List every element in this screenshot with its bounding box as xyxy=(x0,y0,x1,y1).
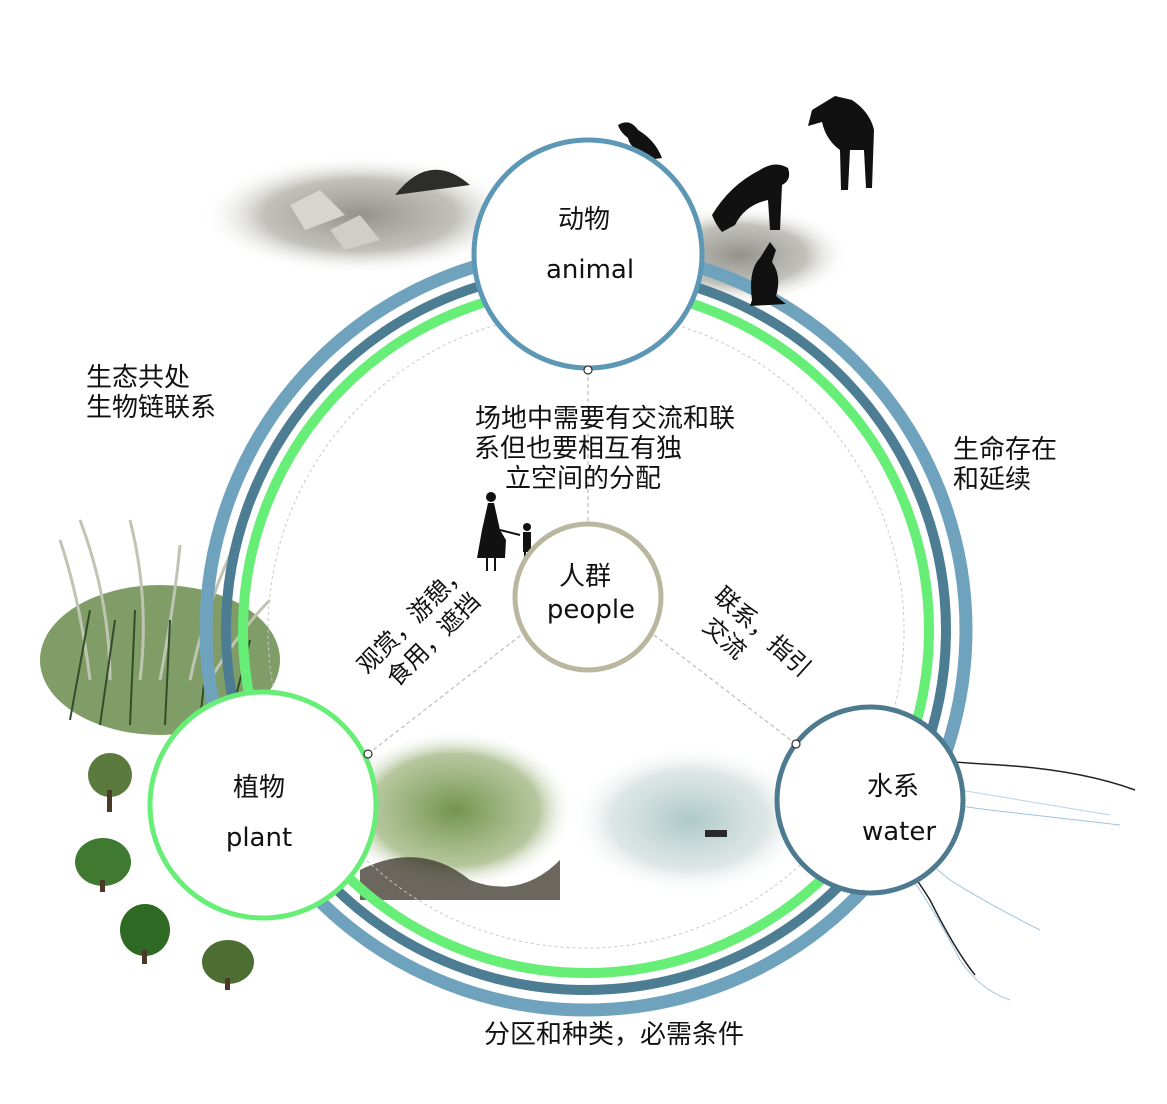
stream-photo xyxy=(570,745,810,895)
people-node xyxy=(512,521,664,673)
note-ecology-2: 生物链联系 xyxy=(86,393,216,423)
note-center-1: 场地中需要有交流和联 xyxy=(475,404,735,434)
note-center-2: 系但也要相互有独 xyxy=(474,434,682,464)
water-label-zh: 水系 xyxy=(867,772,919,802)
kangaroo-icon xyxy=(750,242,786,306)
ring-inner-dashed xyxy=(267,311,905,949)
connector-dot xyxy=(583,365,593,375)
note-center-3: 立空间的分配 xyxy=(505,464,661,494)
people-label-en: people xyxy=(547,595,635,625)
animal-node xyxy=(471,137,705,371)
note-life-2: 和延续 xyxy=(953,465,1031,495)
people-label-zh: 人群 xyxy=(559,562,611,592)
tree-icon xyxy=(88,753,132,812)
animal-label-en: animal xyxy=(546,255,634,285)
wetland-photo xyxy=(335,730,575,900)
connector-dot xyxy=(791,739,801,749)
goat-icon xyxy=(808,96,874,190)
plant-label-en: plant xyxy=(226,823,292,853)
animal-label-zh: 动物 xyxy=(558,205,610,235)
plant-label-zh: 植物 xyxy=(233,773,285,803)
note-life-1: 生命存在 xyxy=(953,435,1057,465)
monkey-icon xyxy=(712,164,790,232)
connector-dot xyxy=(363,749,373,759)
water-label-en: water xyxy=(862,817,936,847)
tree-icon xyxy=(75,838,131,892)
water-node xyxy=(774,704,966,896)
tree-icon xyxy=(120,904,170,964)
note-bottom: 分区和种类，必需条件 xyxy=(484,1020,744,1050)
note-ecology-1: 生态共处 xyxy=(86,363,190,393)
tree-icon xyxy=(202,940,254,990)
connector-lines xyxy=(367,370,797,755)
plant-node xyxy=(147,689,379,921)
